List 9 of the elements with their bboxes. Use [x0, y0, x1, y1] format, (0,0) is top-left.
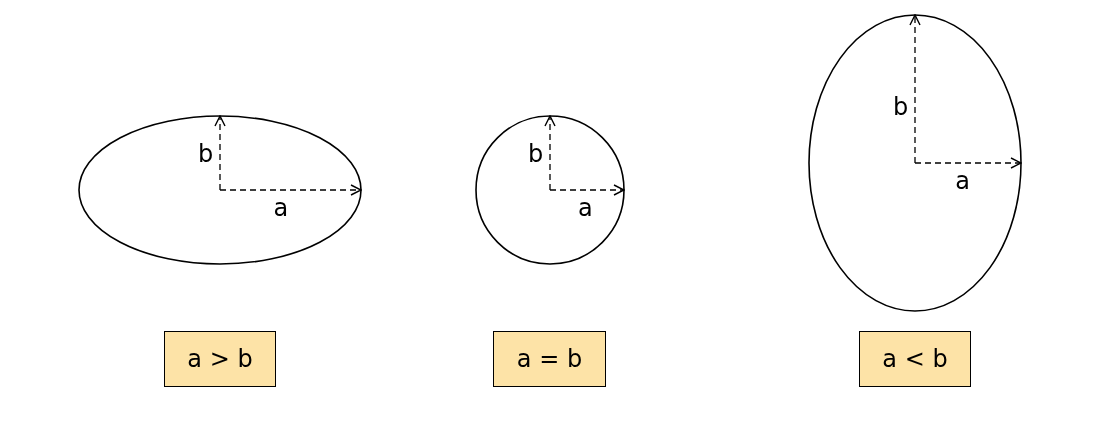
axis-label: a [273, 196, 289, 220]
axis-label: b [528, 142, 544, 166]
condition-box: a > b [164, 331, 276, 387]
condition-box: a = b [493, 331, 606, 387]
axis-label: a [578, 196, 593, 220]
condition-box: a < b [859, 331, 971, 387]
axis-label: a [955, 169, 970, 193]
axis-label: b [893, 95, 909, 120]
axis-label: b [198, 142, 214, 166]
